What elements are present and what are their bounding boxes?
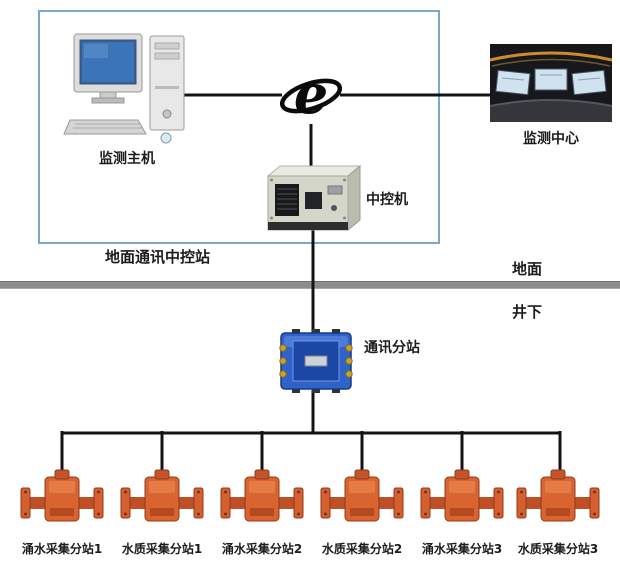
- monitoring-host-label: 监测主机: [99, 151, 155, 167]
- substation-icon: [279, 329, 353, 393]
- device-label: 涌水采集分站3: [421, 542, 503, 556]
- device-node: 水质采集分站1: [107, 468, 217, 557]
- device-node: 涌水采集分站3: [407, 468, 517, 557]
- underground-label: 井下: [512, 303, 543, 321]
- water-inflow-device-icon: [220, 469, 304, 522]
- device-label: 水质采集分站1: [121, 542, 203, 556]
- device-node: 水质采集分站2: [307, 468, 417, 557]
- svg-text:e: e: [294, 62, 328, 126]
- substation-label: 通讯分站: [364, 340, 420, 356]
- ground-station-box: [38, 10, 440, 244]
- device-label: 涌水采集分站2: [221, 542, 303, 556]
- desktop-computer-icon: [63, 33, 185, 144]
- water-inflow-device-icon: [20, 469, 104, 522]
- device-label: 水质采集分站3: [517, 542, 599, 556]
- internet-icon: e: [280, 62, 342, 126]
- device-node: 涌水采集分站2: [207, 468, 317, 557]
- device-node: 涌水采集分站1: [7, 468, 117, 557]
- water-quality-device-icon: [120, 469, 204, 522]
- device-label: 水质采集分站2: [321, 542, 403, 556]
- device-label: 涌水采集分站1: [21, 542, 103, 556]
- water-quality-device-icon: [320, 469, 404, 522]
- water-inflow-device-icon: [420, 469, 504, 522]
- ground-station-label: 地面通讯中控站: [105, 248, 211, 266]
- central-control-label: 中控机: [366, 192, 408, 208]
- device-node: 水质采集分站3: [503, 468, 613, 557]
- water-quality-device-icon: [516, 469, 600, 522]
- rack-computer-icon: [266, 164, 362, 232]
- surface-label: 地面: [512, 260, 543, 278]
- monitoring-center-label: 监测中心: [523, 131, 579, 147]
- surface-underground-divider: [0, 281, 620, 289]
- monitoring-center-image: [490, 44, 612, 122]
